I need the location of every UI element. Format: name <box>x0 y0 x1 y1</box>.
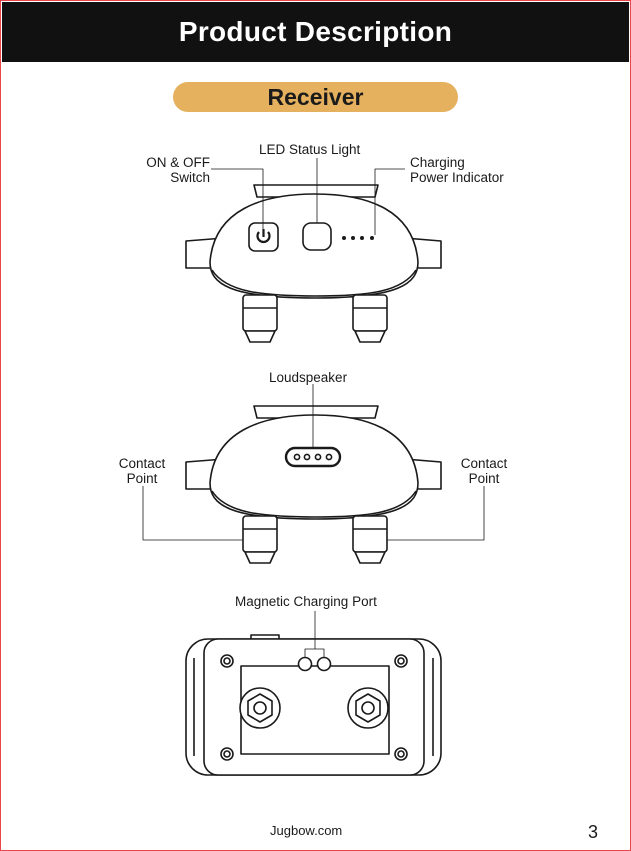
on-off-label-line2: Switch <box>120 170 210 185</box>
footer-website: Jugbow.com <box>270 823 342 838</box>
magnetic-charging-port-label: Magnetic Charging Port <box>235 594 377 609</box>
charging-label-line1: Charging <box>410 155 504 170</box>
receiver-back-view <box>186 406 441 563</box>
contact-left-line1: Contact <box>110 456 174 471</box>
contact-left-line2: Point <box>110 471 174 486</box>
charging-indicator-label: Charging Power Indicator <box>410 155 504 185</box>
contact-right-line2: Point <box>452 471 516 486</box>
contact-point-right-label: Contact Point <box>452 456 516 486</box>
on-off-switch-label: ON & OFF Switch <box>120 155 210 185</box>
led-status-label: LED Status Light <box>259 142 360 157</box>
contact-point-left-label: Contact Point <box>110 456 174 486</box>
charging-label-line2: Power Indicator <box>410 170 504 185</box>
on-off-label-line1: ON & OFF <box>120 155 210 170</box>
page-number: 3 <box>588 822 598 843</box>
contact-right-line1: Contact <box>452 456 516 471</box>
loudspeaker-label: Loudspeaker <box>269 370 347 385</box>
receiver-front-view <box>186 185 441 342</box>
receiver-bottom-view <box>186 635 441 775</box>
